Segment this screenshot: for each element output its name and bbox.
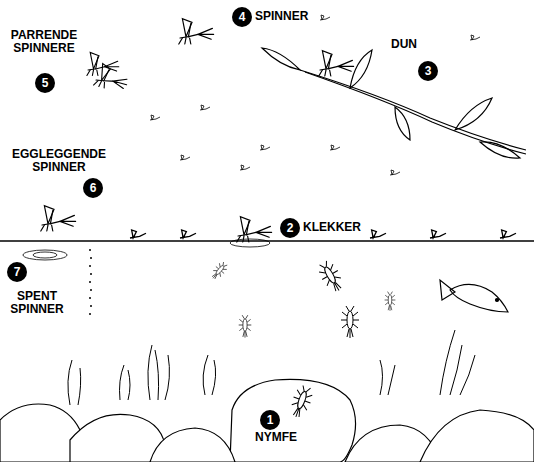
stage-label: SPENT SPINNER — [2, 290, 72, 316]
callout-number: 6 — [83, 178, 103, 198]
callout-number: 2 — [280, 218, 300, 238]
stage-label: SPINNER — [254, 10, 309, 23]
callout-number: 1 — [260, 410, 280, 430]
stage-label: EGGLEGGENDE SPINNER — [1, 148, 117, 174]
stage-label: NYMFE — [254, 431, 298, 444]
callout-number: 4 — [232, 7, 252, 27]
callout-number: 5 — [35, 73, 55, 93]
callout-number: 7 — [7, 262, 27, 282]
stage-label: DUN — [390, 38, 418, 51]
callout-number: 3 — [418, 61, 438, 81]
stage-label: PARRENDE SPINNERE — [2, 29, 86, 55]
stage-label: KLEKKER — [302, 221, 362, 234]
